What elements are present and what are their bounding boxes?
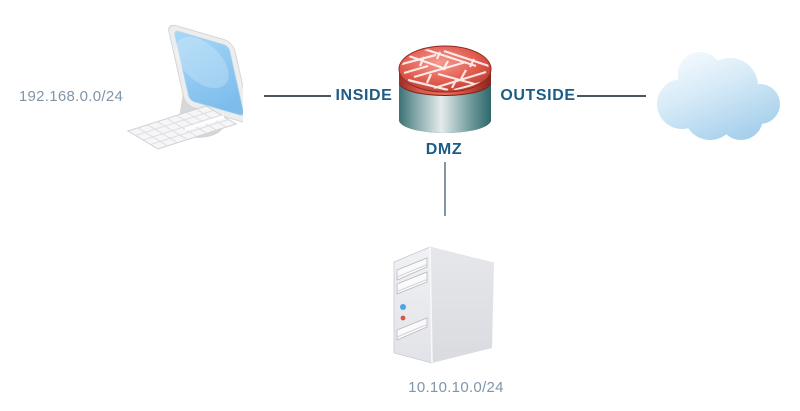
cloud-shape	[657, 52, 780, 140]
pc-network-label: 192.168.0.0/24	[18, 88, 124, 105]
server-side-face	[430, 247, 494, 363]
link-pc-firewall	[264, 95, 331, 97]
drive-bays	[396, 257, 428, 341]
server-network-label: 10.10.10.0/24	[408, 379, 504, 396]
monitor-screen	[174, 30, 243, 116]
inside-interface-label: INSIDE	[335, 87, 393, 104]
keyboard	[126, 105, 238, 150]
link-firewall-cloud	[577, 95, 646, 97]
power-led	[400, 304, 406, 310]
link-firewall-server	[444, 162, 446, 216]
firewall-icon	[398, 45, 492, 133]
firewall-body	[399, 83, 491, 133]
workstation-icon	[126, 24, 243, 150]
status-led	[400, 315, 406, 321]
server-icon	[393, 246, 495, 364]
outside-interface-label: OUTSIDE	[500, 87, 576, 104]
monitor	[168, 24, 243, 123]
brick-pattern	[401, 47, 489, 91]
dmz-interface-label: DMZ	[425, 141, 463, 158]
internet-cloud-icon	[657, 52, 780, 140]
